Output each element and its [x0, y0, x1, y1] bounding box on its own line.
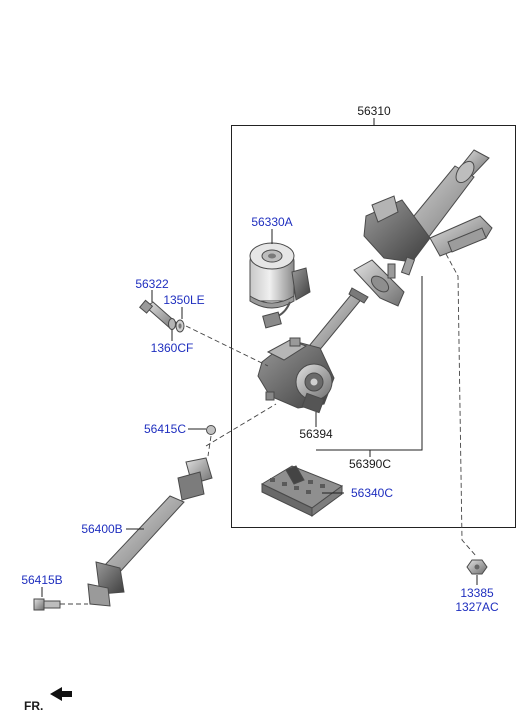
- bolt-56415b: [33, 598, 61, 611]
- label-56322: 56322: [135, 277, 169, 291]
- nut-13385: [466, 559, 488, 575]
- bolt-56415c: [206, 425, 216, 435]
- dash-nut-line: [445, 253, 477, 557]
- dash-joint-line: [205, 403, 277, 447]
- intermediate-shaft: [308, 287, 369, 353]
- label-1350le: 1350LE: [163, 293, 204, 307]
- nut-1360cf: [168, 318, 176, 330]
- label-56400b: 56400B: [81, 522, 122, 536]
- label-13385: 13385: [460, 586, 494, 600]
- label-56340c: 56340C: [351, 486, 393, 500]
- dash-bolt-line: [185, 325, 269, 367]
- label-56415c: 56415C: [144, 422, 186, 436]
- front-label: FR.: [24, 699, 43, 713]
- label-1327ac: 1327AC: [455, 600, 499, 614]
- leader-56390c: [316, 276, 423, 451]
- ecu-motor: [249, 242, 311, 329]
- upper-column-assembly: [353, 149, 493, 307]
- label-56330a: 56330A: [251, 215, 292, 229]
- assembly-frame: [231, 125, 516, 528]
- gear-housing: [257, 337, 335, 414]
- lower-shaft: [87, 457, 213, 607]
- dash-56415c-line: [207, 435, 212, 457]
- label-56394: 56394: [299, 427, 333, 441]
- label-1360cf: 1360CF: [151, 341, 194, 355]
- control-unit: [260, 465, 344, 517]
- washer-1350le: [175, 319, 185, 333]
- label-56310: 56310: [357, 104, 391, 118]
- arrow-left-icon: [50, 687, 72, 701]
- label-56390c: 56390C: [349, 457, 391, 471]
- label-56415b: 56415B: [21, 573, 62, 587]
